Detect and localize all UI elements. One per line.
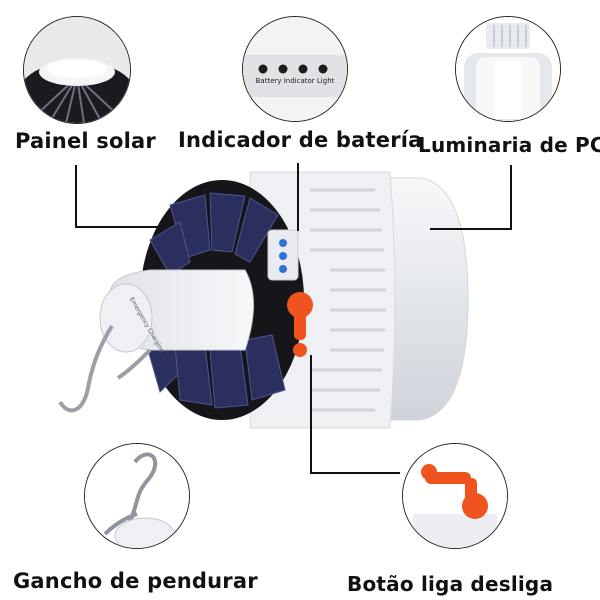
solar-panel-label: Painel solar (15, 129, 156, 153)
battery-indicator-leader (297, 163, 299, 231)
solar-panel-closeup-image (24, 17, 130, 123)
indicator-strip-text: Battery Indicator Light (255, 77, 335, 85)
pc-luminaire-closeup-image (456, 17, 560, 121)
solar-panel-leader-horizontal (75, 226, 165, 228)
on-off-button-leader-vertical (310, 355, 312, 473)
solar-panel-leader-vertical (75, 165, 77, 227)
pc-luminaire-leader-vertical (510, 165, 512, 229)
battery-indicator-closeup-image (243, 17, 347, 121)
pc-luminaire-detail-circle (455, 16, 561, 122)
pc-luminaire-leader-horizontal (430, 228, 512, 230)
hanging-hook-closeup-image (85, 444, 189, 548)
on-off-button-closeup-image (403, 444, 507, 548)
hanging-hook-detail-circle (84, 443, 190, 549)
battery-indicator-label: Indicador de batería (178, 128, 423, 152)
on-off-button-detail-circle (402, 443, 508, 549)
hanging-hook-label: Gancho de pendurar (13, 569, 258, 593)
battery-indicator-detail-circle: Battery Indicator Light (242, 16, 348, 122)
solar-panel-detail-circle (23, 16, 131, 124)
on-off-button-leader-horizontal (310, 472, 400, 474)
pc-luminaire-label: Luminaria de PC (418, 133, 600, 157)
on-off-button-label: Botão liga desliga (347, 572, 554, 596)
